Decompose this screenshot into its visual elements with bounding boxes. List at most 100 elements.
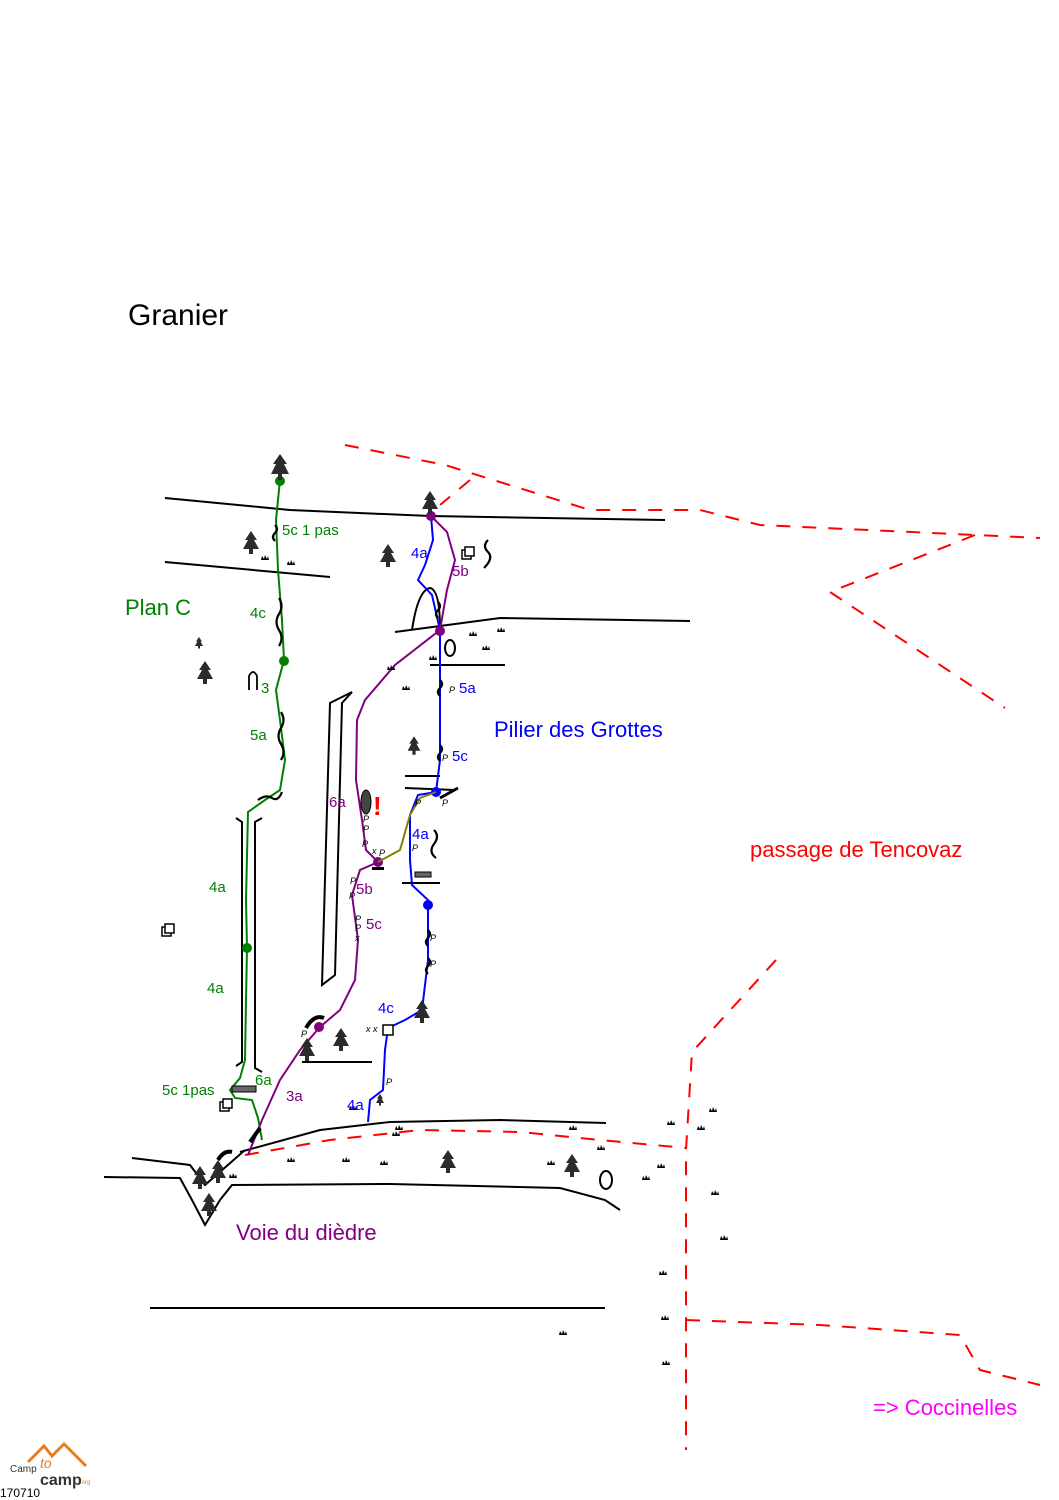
piton-icon: P: [430, 933, 436, 943]
piton-icon: P: [363, 824, 369, 834]
trail-top-branch: [439, 479, 471, 506]
grade-label: 5c: [366, 916, 382, 933]
dark-bulge-icon: [360, 789, 372, 815]
pilier-line: [367, 515, 441, 1123]
grade-label: 5a: [250, 727, 267, 744]
roof-icon: [248, 1126, 262, 1144]
piton-icon: P: [379, 848, 385, 858]
grass-tuft-icon: [569, 1125, 577, 1130]
grass-tuft-icon: [287, 560, 295, 565]
tree-icon: [564, 1154, 580, 1177]
piton-icon: P: [349, 891, 355, 901]
crack-icon: [275, 597, 283, 647]
grass-tuft-icon: [287, 1157, 295, 1162]
bolt-icon: x: [371, 846, 377, 856]
dihedral-bracket-left: [235, 817, 243, 1067]
ledge-block-icon: [372, 867, 384, 870]
ledge-block-icon: [231, 1085, 257, 1093]
ledge-base-upper: [239, 1118, 607, 1153]
tree-icon: [440, 1150, 456, 1173]
ledge-pillar-flake: [320, 691, 353, 988]
piton-icon: P: [355, 923, 361, 933]
features: [161, 546, 613, 1190]
grass-tuft-icon: [559, 1330, 567, 1335]
tree-icon: [414, 1000, 430, 1023]
grade-label: 5b: [452, 563, 469, 580]
grass-tuft-icon: [657, 1163, 665, 1168]
grass-tuft-icon: [482, 645, 490, 650]
roof-icon: [216, 1149, 233, 1162]
grade-label: 4a: [411, 545, 428, 562]
grade-label: 5c 1 pas: [282, 522, 339, 539]
grade-label: 4c: [250, 605, 266, 622]
grass-tuft-icon: [642, 1175, 650, 1180]
crack-icon: [424, 929, 432, 947]
pilier-belay-2: [423, 900, 433, 910]
trail-name-coccinelles: => Coccinelles: [873, 1395, 1017, 1420]
approach-trails: [244, 444, 1041, 1450]
grade-label: 3: [261, 680, 269, 697]
ledge-small-2: [404, 787, 456, 791]
plan-c-belay-1: [275, 476, 285, 486]
grass-tuft-icon: [597, 1145, 605, 1150]
grass-tuft-icon: [402, 685, 410, 690]
image-code: 170710: [0, 1486, 40, 1500]
cracks: [257, 524, 492, 975]
crack-icon: [436, 679, 444, 697]
tree-icon: [201, 1193, 217, 1216]
cliff-ledges: [103, 497, 691, 1309]
grades-pilier: 4a 5a 5c 4a 4c 4a: [347, 545, 476, 1114]
tree-icon: [407, 736, 421, 755]
grade-label: 5a: [459, 680, 476, 697]
grade-label: 3a: [286, 1088, 303, 1105]
boulder-icon: [599, 1170, 613, 1190]
crack-icon: [430, 829, 439, 859]
grades-plan-c: 5c 1 pas 4c 3 5a 4a 4a 6a 5c 1pas: [162, 522, 339, 1099]
grade-label: 4a: [207, 980, 224, 997]
grade-label: 4a: [347, 1097, 364, 1114]
crack-icon: [257, 791, 284, 801]
tree-icon: [192, 1166, 208, 1189]
bolt-icon: x: [372, 1024, 378, 1034]
ledge-mid-right: [394, 616, 691, 633]
grass-tuft-icon: [697, 1125, 705, 1130]
diedre-line: [247, 515, 457, 1156]
piton-icon: P: [355, 914, 361, 924]
grass-tuft-icon: [720, 1235, 728, 1240]
ledge-base-lower: [103, 1176, 621, 1228]
grass-tuft-icon: [662, 1360, 670, 1365]
grass-tuft-icon: [659, 1270, 667, 1275]
trail-to-coccinelles: [685, 1319, 1041, 1386]
link-variant-line: [377, 791, 437, 863]
tree-icon: [422, 491, 438, 514]
grass-tuft-icon: [380, 1160, 388, 1165]
grass-tuft-icon: [387, 665, 395, 670]
grass-tuft-icon: [392, 1131, 400, 1136]
ledge-block-icon: [414, 871, 432, 878]
logo-left: Camp: [10, 1464, 37, 1475]
grade-label: 4a: [412, 826, 429, 843]
belay-station-icon: [382, 1024, 394, 1036]
tree-icon: [195, 637, 203, 649]
crack-icon: [483, 539, 492, 569]
belay-station-icon: [161, 923, 175, 937]
piton-icon: P: [449, 685, 455, 695]
logo-right: camp: [40, 1472, 82, 1489]
plan-c-belay-2: [279, 656, 289, 666]
tree-icon: [210, 1160, 226, 1183]
roof-icon: [304, 1015, 325, 1030]
grass-tuft-icon: [547, 1160, 555, 1165]
grass-tuft-icon: [395, 1125, 403, 1130]
route-plan-c: [228, 476, 289, 1141]
trail-top-left: [344, 444, 1041, 539]
trees: [192, 454, 580, 1216]
ledge-base-main: [131, 1149, 246, 1187]
tree-icon: [376, 1094, 384, 1106]
ledge-top: [164, 497, 666, 521]
piton-icon: P: [386, 1077, 392, 1087]
camptocamp-logo: Camp to camp .org: [10, 1441, 90, 1489]
route-name-pilier: Pilier des Grottes: [494, 717, 663, 742]
piton-icon: P: [363, 814, 369, 824]
mountain-logo-icon: [26, 1441, 88, 1468]
